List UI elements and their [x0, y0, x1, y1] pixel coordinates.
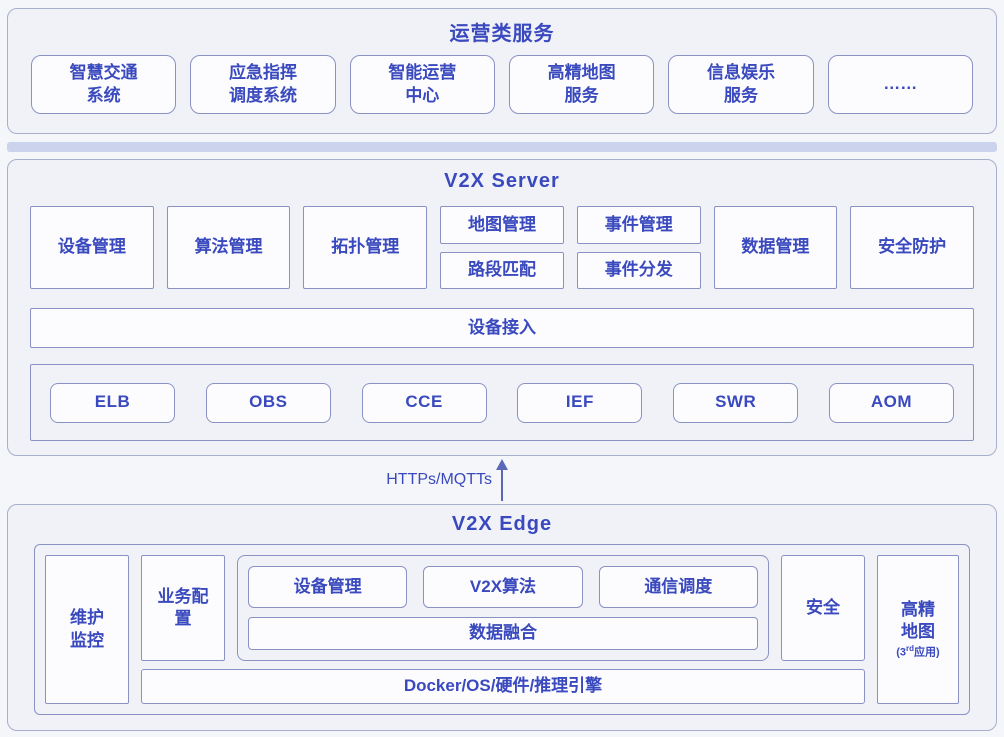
edge-box-hd-map: 高精 地图 (3rd应用) [877, 555, 959, 704]
hdmap-sub-post: 应用) [914, 646, 940, 659]
ops-panel-title: 运营类服务 [449, 23, 555, 45]
cloud-box-obs: OBS [205, 382, 331, 423]
edge-box-comm-scheduling: 通信调度 [598, 566, 758, 608]
cloud-box-elb: ELB [50, 382, 175, 423]
server-box-map-mgmt: 地图管理 [440, 206, 564, 244]
hdmap-sub-sup: rd [906, 644, 915, 654]
edge-core-container: 设备管理 V2X算法 通信调度 数据融合 [237, 555, 769, 661]
ops-box-hd-map-service: 高精地图 服务 [508, 55, 655, 114]
ops-box-ellipsis: …… [827, 55, 973, 114]
v2x-edge-panel: V2X Edge 维护 监控 业务配 置 设备管理 V2X算法 通信调度 数据融… [7, 504, 997, 731]
server-box-algorithm-mgmt: 算法管理 [166, 206, 291, 289]
device-access-bar: 设备接入 [30, 308, 974, 348]
uplink-row: HTTPs/MQTTs [7, 456, 997, 504]
server-box-security-protection: 安全防护 [850, 206, 974, 289]
up-arrow-icon [496, 459, 508, 501]
server-box-road-segment-match: 路段匹配 [440, 251, 564, 289]
cloud-services-container: ELB OBS CCE IEF SWR AOM [30, 364, 974, 441]
edge-core-row: 设备管理 V2X算法 通信调度 [248, 566, 758, 608]
server-panel-title: V2X Server [444, 170, 560, 192]
edge-inner-container: 维护 监控 业务配 置 设备管理 V2X算法 通信调度 数据融合 安全 高精 地… [34, 544, 970, 715]
section-divider [7, 142, 997, 152]
v2x-server-panel: V2X Server 设备管理 算法管理 拓扑管理 地图管理 路段匹配 事件管理… [7, 159, 997, 456]
hdmap-sub-pre: (3 [896, 646, 907, 659]
edge-box-v2x-algorithm: V2X算法 [423, 566, 583, 608]
server-module-grid: 设备管理 算法管理 拓扑管理 地图管理 路段匹配 事件管理 事件分发 数据管理 … [30, 206, 974, 289]
ops-box-row: 智慧交通 系统 应急指挥 调度系统 智能运营 中心 高精地图 服务 信息娱乐 服… [31, 55, 973, 114]
cloud-box-cce: CCE [361, 382, 487, 423]
ops-box-intelligent-operation-center: 智能运营 中心 [349, 55, 495, 114]
edge-box-service-config: 业务配 置 [141, 555, 225, 661]
cloud-box-aom: AOM [828, 382, 954, 423]
edge-panel-title: V2X Edge [451, 513, 553, 535]
server-box-data-mgmt: 数据管理 [713, 206, 838, 289]
server-box-topology-mgmt: 拓扑管理 [303, 206, 428, 289]
edge-hd-map-label: 高精 地图 [901, 599, 935, 642]
edge-box-device-mgmt: 设备管理 [248, 566, 408, 608]
edge-box-security: 安全 [781, 555, 865, 661]
ops-services-panel: 运营类服务 智慧交通 系统 应急指挥 调度系统 智能运营 中心 高精地图 服务 … [7, 8, 997, 134]
server-box-event-dispatch: 事件分发 [576, 251, 701, 289]
edge-box-data-fusion: 数据融合 [248, 617, 758, 650]
server-stack-map: 地图管理 路段匹配 [440, 206, 564, 289]
edge-platform-bar: Docker/OS/硬件/推理引擎 [141, 669, 865, 704]
server-box-event-mgmt: 事件管理 [576, 206, 701, 244]
uplink-protocol-label: HTTPs/MQTTs [386, 471, 492, 488]
ops-box-emergency-dispatch-system: 应急指挥 调度系统 [190, 55, 336, 114]
server-box-device-mgmt: 设备管理 [30, 206, 154, 289]
ops-box-smart-traffic-system: 智慧交通 系统 [31, 55, 177, 114]
edge-box-maintenance-monitor: 维护 监控 [45, 555, 129, 704]
edge-hd-map-sublabel: (3rd应用) [896, 644, 939, 660]
ops-box-infotainment-service: 信息娱乐 服务 [668, 55, 814, 114]
cloud-box-ief: IEF [517, 382, 643, 423]
cloud-box-swr: SWR [673, 382, 799, 423]
server-stack-event: 事件管理 事件分发 [576, 206, 701, 289]
